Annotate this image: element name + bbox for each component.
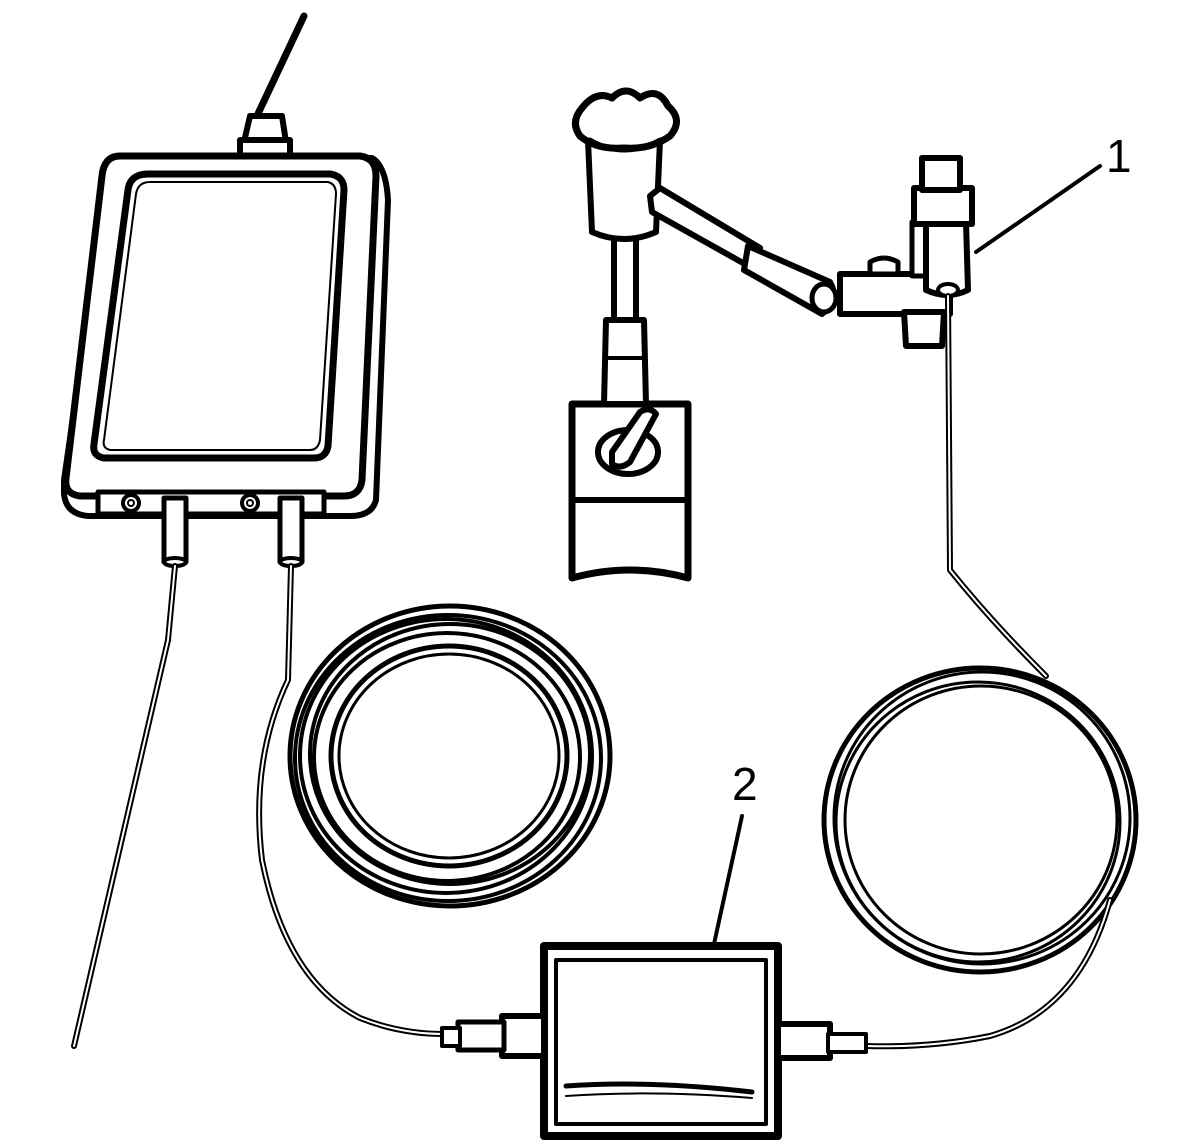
port <box>240 493 260 513</box>
callout-2-label: 2 <box>732 758 758 810</box>
top-knob <box>572 87 680 152</box>
converter-body <box>540 942 782 1140</box>
signal-converter <box>440 942 868 1140</box>
callout-1-leader <box>974 164 1102 254</box>
connector-right <box>775 1021 833 1061</box>
connector-panel <box>95 489 327 517</box>
plug-left <box>161 495 189 565</box>
sensor-cable <box>945 293 1049 679</box>
connector-left <box>499 1013 547 1059</box>
callout-2-leader <box>712 814 744 946</box>
magnetic-stand <box>568 87 975 582</box>
port <box>121 493 141 513</box>
callout-1-label: 1 <box>1106 130 1132 182</box>
cable-coil-right <box>821 665 1139 975</box>
logger-screen <box>90 170 348 462</box>
data-logger-device <box>61 12 391 568</box>
cable-coil-left <box>287 603 613 909</box>
cable-left <box>71 563 178 1049</box>
antenna <box>252 12 308 122</box>
plug-right <box>277 495 305 565</box>
